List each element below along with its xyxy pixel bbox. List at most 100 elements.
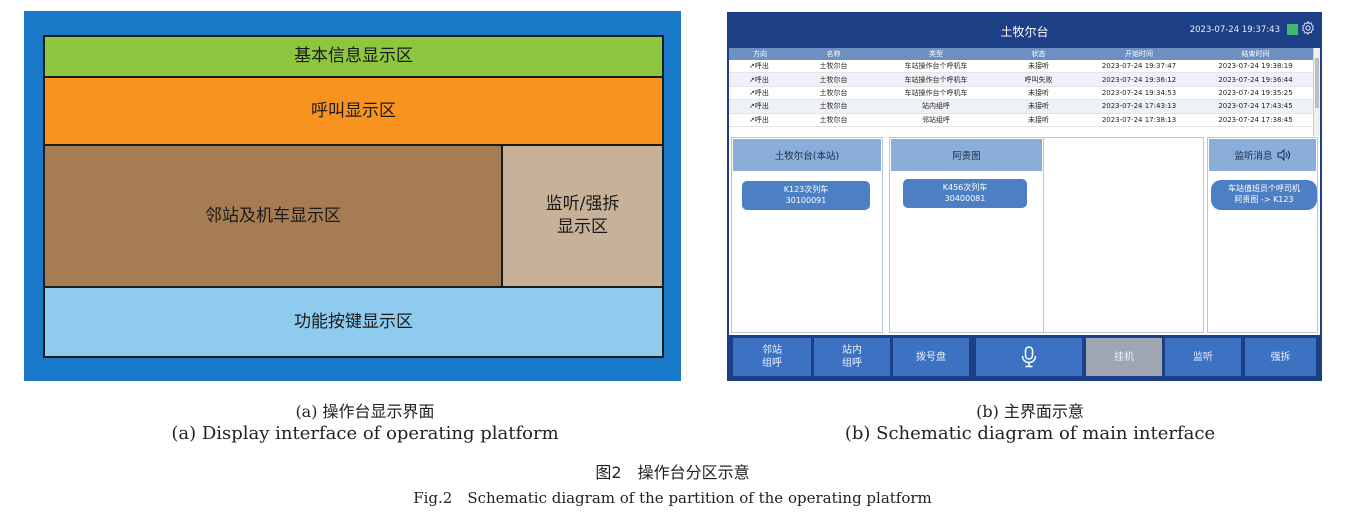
datetime-display: 2023-07-24 19:37:43 — [1189, 25, 1280, 35]
station-title: 土牧尔台 — [1000, 25, 1049, 39]
table-row[interactable]: ↗呼出 土牧尔台 车站操作台个呼机车 呼叫失败 2023-07-24 19:36… — [729, 72, 1314, 87]
function-keys-zone: 功能按键显示区 — [43, 286, 664, 358]
table-scrollbar[interactable] — [1313, 48, 1320, 136]
button-label-line2: 组呼 — [762, 358, 782, 369]
hang-up-button[interactable]: 挂机 — [1086, 338, 1162, 376]
cell-direction: ↗呼出 — [729, 86, 791, 101]
dial-pad-button[interactable]: 拨号盘 — [893, 338, 969, 376]
call-record-table: 方向 名称 类型 状态 开始时间 结束时间 ↗呼出 土牧尔台 车站操作台个呼机车… — [729, 48, 1314, 127]
caption-a-english: (a) Display interface of operating platf… — [171, 423, 559, 444]
button-label: 拨号盘 — [916, 351, 946, 363]
cell-direction: ↗呼出 — [729, 99, 791, 114]
cell-status: 未接听 — [996, 86, 1081, 101]
cell-start-time: 2023-07-24 17:38:13 — [1081, 113, 1197, 127]
button-label: 强拆 — [1270, 351, 1291, 363]
locomotive-card-k456[interactable]: K456次列车 30400081 — [903, 179, 1027, 208]
cell-end-time: 2023-07-24 19:38:19 — [1197, 60, 1314, 74]
station-loco-zone-label: 邻站及机车显示区 — [205, 205, 341, 226]
cell-end-time: 2023-07-24 19:36:44 — [1197, 72, 1314, 87]
station-loco-zone: 邻站及机车显示区 — [43, 144, 503, 288]
cell-end-time: 2023-07-24 19:35:25 — [1197, 86, 1314, 101]
cell-start-time: 2023-07-24 19:36:12 — [1081, 72, 1197, 87]
cell-direction: ↗呼出 — [729, 60, 791, 74]
table-row[interactable]: ↗呼出 土牧尔台 邻站组呼 未接听 2023-07-24 17:38:13 20… — [729, 113, 1314, 127]
basic-info-zone-label: 基本信息显示区 — [294, 46, 413, 67]
table-row[interactable]: ↗呼出 土牧尔台 车站操作台个呼机车 未接听 2023-07-24 19:37:… — [729, 60, 1314, 74]
train-number: 30400081 — [944, 194, 986, 203]
cell-type: 邻站组呼 — [876, 113, 996, 127]
microphone-button[interactable] — [976, 338, 1082, 376]
monitor-message-header: 监听消息 — [1209, 139, 1316, 171]
monitor-message-card[interactable]: 车站值班员个呼司机 阿贵图 -> K123 — [1211, 180, 1317, 210]
empty-column — [1044, 137, 1204, 333]
call-zone-label: 呼叫显示区 — [311, 100, 396, 121]
adjacent-station-title: 阿贵图 — [952, 151, 981, 162]
column-header[interactable]: 开始时间 — [1081, 48, 1197, 60]
local-station-column: 土牧尔台(本站) K123次列车 30100091 — [731, 137, 883, 333]
monitor-zone-label-line1: 监听/强拆 — [545, 194, 620, 215]
station-group-call-button[interactable]: 站内 组呼 — [814, 338, 890, 376]
local-station-title: 土牧尔台(本站) — [774, 151, 840, 162]
caption-b-chinese: (b) 主界面示意 — [976, 402, 1084, 421]
column-header[interactable]: 结束时间 — [1197, 48, 1314, 60]
microphone-icon — [1021, 346, 1037, 368]
table-row[interactable]: ↗呼出 土牧尔台 车站操作台个呼机车 未接听 2023-07-24 19:34:… — [729, 86, 1314, 101]
speaker-icon[interactable] — [1277, 149, 1291, 161]
cell-name: 土牧尔台 — [791, 113, 876, 127]
column-header[interactable]: 名称 — [791, 48, 876, 60]
column-header[interactable]: 状态 — [996, 48, 1081, 60]
cell-type: 车站操作台个呼机车 — [876, 86, 996, 101]
monitor-message-title: 监听消息 — [1234, 151, 1273, 162]
monitor-message-column: 监听消息 车站值班员个呼司机 阿贵图 -> K123 — [1207, 137, 1318, 333]
cell-direction: ↗呼出 — [729, 113, 791, 127]
train-label: K123次列车 — [783, 185, 829, 194]
cell-name: 土牧尔台 — [791, 86, 876, 101]
monitor-message-line2: 阿贵图 -> K123 — [1234, 195, 1294, 204]
cell-start-time: 2023-07-24 19:37:47 — [1081, 60, 1197, 74]
cell-start-time: 2023-07-24 19:34:53 — [1081, 86, 1197, 101]
cell-type: 车站操作台个呼机车 — [876, 60, 996, 74]
column-header[interactable]: 方向 — [729, 48, 791, 60]
caption-a-chinese: (a) 操作台显示界面 — [295, 402, 435, 421]
cell-status: 呼叫失败 — [996, 72, 1081, 87]
locomotive-card-k123[interactable]: K123次列车 30100091 — [742, 181, 870, 210]
function-button-bar: 邻站 组呼 站内 组呼 拨号盘 挂机 监听 强拆 — [729, 335, 1320, 379]
cell-end-time: 2023-07-24 17:38:45 — [1197, 113, 1314, 127]
cell-direction: ↗呼出 — [729, 72, 791, 87]
status-square-icon[interactable] — [1287, 24, 1298, 35]
cell-end-time: 2023-07-24 17:43:45 — [1197, 99, 1314, 114]
button-label: 监听 — [1193, 351, 1213, 363]
button-label: 挂机 — [1114, 351, 1134, 363]
cell-status: 未接听 — [996, 99, 1081, 114]
local-station-header: 土牧尔台(本站) — [733, 139, 881, 171]
figure-caption-english: Fig.2 Schematic diagram of the partition… — [413, 489, 932, 507]
function-keys-zone-label: 功能按键显示区 — [294, 311, 413, 332]
column-header[interactable]: 类型 — [876, 48, 996, 60]
train-number: 30100091 — [785, 196, 827, 205]
caption-b-english: (b) Schematic diagram of main interface — [844, 423, 1216, 444]
button-label-line1: 站内 — [842, 345, 862, 356]
cell-status: 未接听 — [996, 113, 1081, 127]
force-break-button[interactable]: 强拆 — [1245, 338, 1316, 376]
gear-icon[interactable] — [1300, 20, 1316, 36]
adjacent-station-header: 阿贵图 — [891, 139, 1042, 171]
cell-status: 未接听 — [996, 60, 1081, 74]
button-label-line2: 组呼 — [842, 358, 862, 369]
scrollbar-thumb[interactable] — [1315, 58, 1319, 108]
adjacent-group-call-button[interactable]: 邻站 组呼 — [733, 338, 811, 376]
monitor-button[interactable]: 监听 — [1165, 338, 1241, 376]
cell-type: 站内组呼 — [876, 99, 996, 114]
cell-name: 土牧尔台 — [791, 60, 876, 74]
monitor-zone: 监听/强拆 显示区 — [501, 144, 664, 288]
main-header: 土牧尔台 2023-07-24 19:37:43 — [729, 14, 1320, 48]
button-label-line1: 邻站 — [762, 345, 782, 356]
monitor-zone-label-line2: 显示区 — [556, 217, 608, 237]
table-row[interactable]: ↗呼出 土牧尔台 站内组呼 未接听 2023-07-24 17:43:13 20… — [729, 99, 1314, 114]
cell-name: 土牧尔台 — [791, 72, 876, 87]
panel-a-display-interface: 基本信息显示区 呼叫显示区 邻站及机车显示区 监听/强拆 显示区 功能按键显示区 — [24, 11, 681, 381]
call-zone: 呼叫显示区 — [43, 76, 664, 146]
panel-b-main-interface: 土牧尔台 2023-07-24 19:37:43 方向 名称 类型 状态 开始时… — [727, 12, 1322, 381]
cell-start-time: 2023-07-24 17:43:13 — [1081, 99, 1197, 114]
basic-info-zone: 基本信息显示区 — [43, 35, 664, 78]
figure-caption-chinese: 图2 操作台分区示意 — [595, 463, 750, 482]
